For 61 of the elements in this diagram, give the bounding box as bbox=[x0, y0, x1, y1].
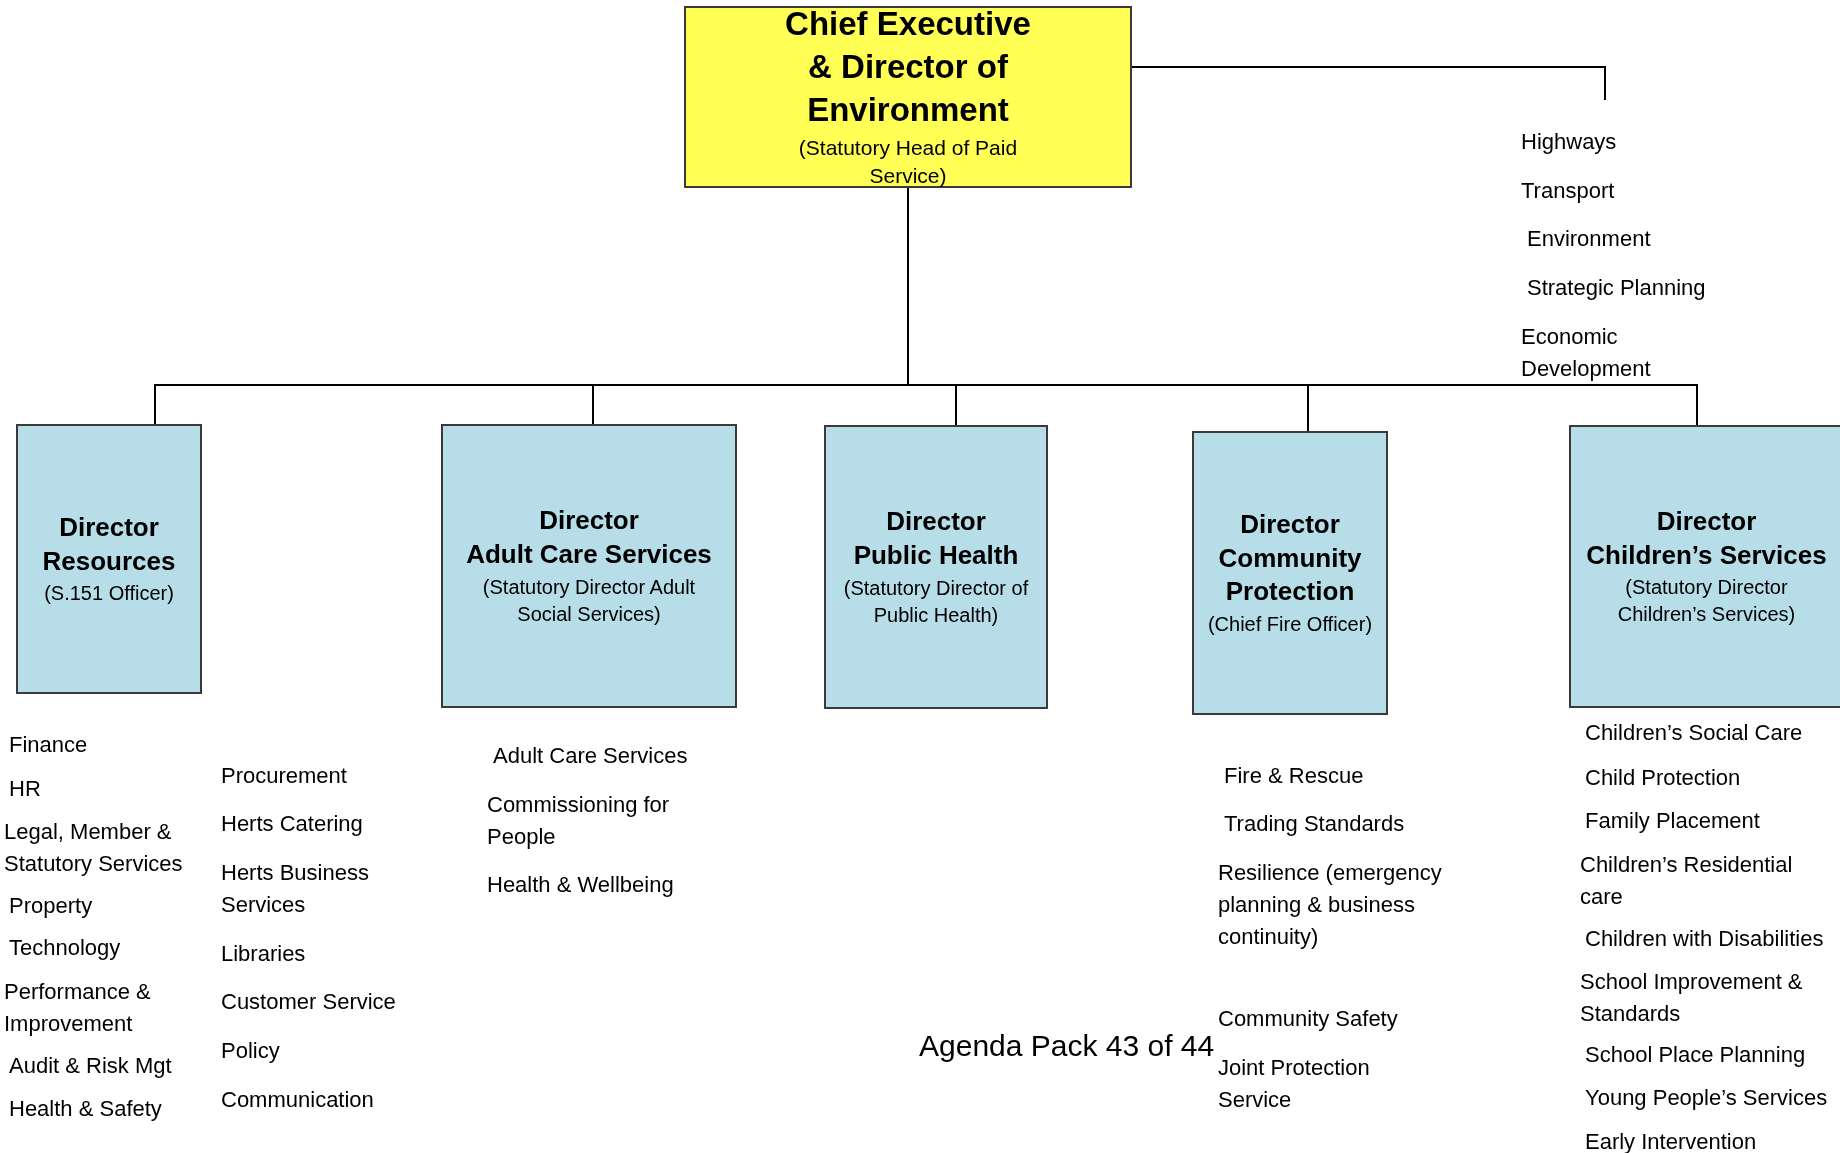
service-label: HR bbox=[9, 775, 42, 803]
service-label: Herts Catering bbox=[221, 810, 364, 838]
connector-line bbox=[1131, 66, 1606, 101]
service-label: Technology bbox=[9, 934, 122, 962]
director-box bbox=[441, 424, 737, 708]
role-title: Public Health bbox=[853, 539, 1019, 572]
executive-box bbox=[684, 6, 1132, 188]
role-title: Director bbox=[59, 510, 159, 544]
service-label: Family Placement bbox=[1585, 807, 1761, 835]
service-label: Procurement bbox=[221, 762, 348, 790]
service-label: Children’s Social Care bbox=[1585, 719, 1804, 747]
service-label: School Improvement & Standards bbox=[1580, 968, 1804, 1028]
service-label: Economic Development bbox=[1521, 323, 1652, 383]
service-label: Libraries bbox=[221, 940, 307, 968]
role-title: & Director of Environment bbox=[806, 47, 1010, 131]
director-box bbox=[824, 425, 1048, 709]
role-title: Director bbox=[886, 505, 986, 539]
service-label: Policy bbox=[221, 1037, 281, 1065]
service-label: Performance & Improvement bbox=[4, 978, 152, 1038]
service-label: Communication bbox=[221, 1086, 375, 1114]
role-title: Director bbox=[1240, 507, 1340, 541]
service-label: Early Intervention bbox=[1585, 1128, 1758, 1153]
role-title: Community Protection bbox=[1217, 541, 1363, 609]
service-label: Child Protection bbox=[1585, 764, 1742, 792]
service-label: Legal, Member & Statutory Services bbox=[4, 818, 184, 878]
service-label: Commissioning for People bbox=[487, 791, 671, 851]
role-note: (S.151 Officer) bbox=[44, 581, 174, 607]
service-label: Health & Wellbeing bbox=[487, 871, 675, 899]
director-box bbox=[16, 424, 202, 694]
service-label: Adult Care Services bbox=[493, 742, 689, 770]
service-label: Young People’s Services bbox=[1585, 1084, 1829, 1112]
role-note: (Statutory Director of Public Health) bbox=[842, 575, 1030, 628]
role-note: (Chief Fire Officer) bbox=[1207, 612, 1373, 638]
role-title: Resources bbox=[42, 544, 176, 578]
service-label: Finance bbox=[9, 731, 89, 759]
role-note: (Statutory Director Adult Social Services) bbox=[481, 574, 697, 627]
service-label: Herts Business Services bbox=[221, 859, 370, 919]
service-label: Strategic Planning bbox=[1527, 274, 1707, 302]
role-title: Director bbox=[1656, 504, 1757, 538]
service-label: Children’s Residential care bbox=[1580, 851, 1794, 911]
role-title: Director bbox=[539, 504, 639, 538]
service-label: Community Safety bbox=[1218, 1005, 1399, 1033]
service-label: Resilience (emergency planning & business continuity) bbox=[1218, 859, 1443, 951]
service-label: Trading Standards bbox=[1224, 810, 1406, 838]
service-label: Highways bbox=[1521, 128, 1618, 156]
director-box bbox=[1569, 425, 1840, 708]
service-label: Transport bbox=[1521, 177, 1616, 205]
service-label: Health & Safety bbox=[9, 1095, 163, 1123]
service-label: Audit & Risk Mgt bbox=[9, 1052, 173, 1080]
service-label: School Place Planning bbox=[1585, 1041, 1807, 1069]
role-title: Children’s Services bbox=[1586, 538, 1827, 572]
role-title: Chief Executive bbox=[785, 4, 1031, 45]
director-box bbox=[1192, 431, 1388, 715]
service-label: Customer Service bbox=[221, 988, 397, 1016]
service-label: Property bbox=[9, 892, 94, 920]
service-label: Fire & Rescue bbox=[1224, 762, 1365, 790]
service-label: Children with Disabilities bbox=[1585, 925, 1825, 953]
role-title: Adult Care Services bbox=[466, 538, 712, 571]
role-note: (Statutory Director Children’s Services) bbox=[1616, 575, 1797, 628]
service-label: Environment bbox=[1527, 225, 1652, 253]
role-note: (Statutory Head of Paid Service) bbox=[798, 135, 1018, 190]
